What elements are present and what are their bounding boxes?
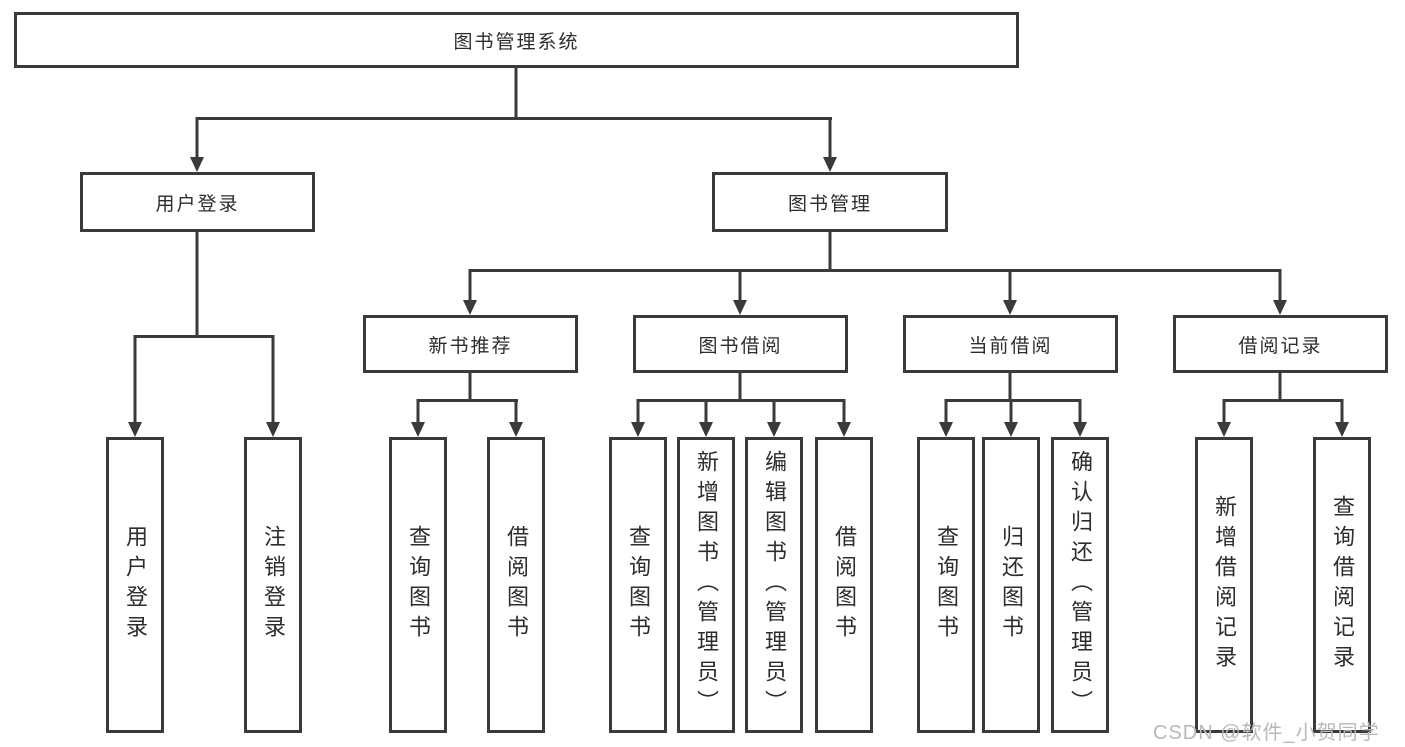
connector-line bbox=[738, 269, 742, 302]
arrowhead bbox=[1335, 422, 1349, 437]
node-leaf-query-borrow-record: 查询借阅记录 bbox=[1313, 437, 1371, 733]
node-root-label: 图书管理系统 bbox=[453, 31, 580, 53]
node-new-book-recommend-label: 新书推荐 bbox=[428, 335, 513, 357]
arrowhead bbox=[1273, 300, 1287, 315]
connector-line bbox=[1340, 399, 1344, 423]
connector-line bbox=[1008, 269, 1012, 302]
node-leaf-add-borrow-record-label: 新增借阅记录 bbox=[1212, 495, 1237, 675]
arrowhead bbox=[509, 422, 523, 437]
node-leaf-query-books-rec-label: 查询图书 bbox=[406, 525, 431, 645]
connector-line bbox=[418, 399, 518, 402]
connector-line bbox=[1078, 399, 1082, 423]
connector-line bbox=[704, 399, 708, 423]
arrowhead bbox=[1004, 422, 1018, 437]
connector-line bbox=[468, 373, 472, 402]
connector-line bbox=[842, 399, 846, 423]
node-leaf-confirm-return-admin: 确认归还（管理员） bbox=[1051, 437, 1109, 733]
node-leaf-edit-book-admin-label: 编辑图书（管理员） bbox=[762, 450, 787, 720]
connector-line bbox=[946, 399, 1081, 402]
arrowhead bbox=[1003, 300, 1017, 315]
node-leaf-user-login: 用户登录 bbox=[106, 437, 164, 733]
node-book-borrowing: 图书借阅 bbox=[633, 315, 848, 373]
arrowhead bbox=[463, 300, 477, 315]
watermark: CSDN @软件_小贺同学 bbox=[1153, 722, 1380, 744]
arrowhead bbox=[939, 422, 953, 437]
arrowhead bbox=[823, 157, 837, 172]
connector-line bbox=[1224, 399, 1343, 402]
arrowhead bbox=[1217, 422, 1231, 437]
node-leaf-borrow-books-borrow-label: 借阅图书 bbox=[832, 525, 857, 645]
node-leaf-query-books-borrow: 查询图书 bbox=[609, 437, 667, 733]
node-leaf-edit-book-admin: 编辑图书（管理员） bbox=[745, 437, 803, 733]
connector-line bbox=[271, 335, 275, 424]
node-leaf-add-book-admin: 新增图书（管理员） bbox=[677, 437, 735, 733]
node-leaf-confirm-return-admin-label: 确认归还（管理员） bbox=[1068, 450, 1093, 720]
arrowhead bbox=[128, 422, 142, 437]
node-leaf-add-borrow-record: 新增借阅记录 bbox=[1195, 437, 1253, 733]
node-book-management-label: 图书管理 bbox=[787, 193, 872, 215]
arrowhead bbox=[733, 300, 747, 315]
node-new-book-recommend: 新书推荐 bbox=[363, 315, 578, 373]
connector-line bbox=[636, 399, 640, 423]
arrowhead bbox=[767, 422, 781, 437]
connector-line bbox=[514, 68, 518, 119]
node-leaf-query-books-borrow-label: 查询图书 bbox=[626, 525, 651, 645]
arrowhead bbox=[837, 422, 851, 437]
connector-line bbox=[828, 232, 832, 272]
node-borrow-records-label: 借阅记录 bbox=[1238, 335, 1323, 357]
node-leaf-borrow-books-borrow: 借阅图书 bbox=[815, 437, 873, 733]
node-leaf-query-books-current: 查询图书 bbox=[917, 437, 975, 733]
connector-line bbox=[638, 399, 845, 402]
node-leaf-query-borrow-record-label: 查询借阅记录 bbox=[1330, 495, 1355, 675]
node-borrow-records: 借阅记录 bbox=[1173, 315, 1388, 373]
connector-line bbox=[195, 232, 199, 338]
connector-line bbox=[514, 399, 518, 423]
connector-line bbox=[470, 269, 1281, 272]
node-current-borrowing: 当前借阅 bbox=[903, 315, 1118, 373]
node-current-borrowing-label: 当前借阅 bbox=[968, 335, 1053, 357]
node-leaf-return-books: 归还图书 bbox=[982, 437, 1040, 733]
arrowhead bbox=[631, 422, 645, 437]
node-leaf-return-books-label: 归还图书 bbox=[999, 525, 1024, 645]
node-book-management: 图书管理 bbox=[712, 172, 948, 232]
node-user-login-label: 用户登录 bbox=[155, 193, 240, 215]
connector-line bbox=[195, 117, 199, 158]
connector-line bbox=[1222, 399, 1226, 423]
connector-line bbox=[738, 373, 742, 402]
connector-line bbox=[1008, 373, 1012, 402]
arrowhead bbox=[1073, 422, 1087, 437]
node-leaf-borrow-books-rec-label: 借阅图书 bbox=[504, 525, 529, 645]
node-leaf-logout: 注销登录 bbox=[244, 437, 302, 733]
node-leaf-add-book-admin-label: 新增图书（管理员） bbox=[694, 450, 719, 720]
arrowhead bbox=[266, 422, 280, 437]
node-leaf-user-login-label: 用户登录 bbox=[123, 525, 148, 645]
connector-line bbox=[416, 399, 420, 423]
arrowhead bbox=[699, 422, 713, 437]
connector-line bbox=[828, 117, 832, 158]
node-book-borrowing-label: 图书借阅 bbox=[698, 335, 783, 357]
connector-line bbox=[944, 399, 948, 423]
arrowhead bbox=[411, 422, 425, 437]
node-user-login: 用户登录 bbox=[80, 172, 315, 232]
connector-line bbox=[1278, 373, 1282, 402]
connector-line bbox=[1009, 399, 1013, 423]
connector-line bbox=[135, 335, 274, 338]
node-leaf-query-books-current-label: 查询图书 bbox=[934, 525, 959, 645]
node-leaf-borrow-books-rec: 借阅图书 bbox=[487, 437, 545, 733]
connector-line bbox=[468, 269, 472, 302]
node-leaf-query-books-rec: 查询图书 bbox=[389, 437, 447, 733]
node-leaf-logout-label: 注销登录 bbox=[261, 525, 286, 645]
connector-line bbox=[772, 399, 776, 423]
connector-line bbox=[1278, 269, 1282, 302]
arrowhead bbox=[190, 157, 204, 172]
node-root: 图书管理系统 bbox=[14, 12, 1019, 68]
connector-line bbox=[133, 335, 137, 424]
connector-line bbox=[196, 117, 832, 120]
